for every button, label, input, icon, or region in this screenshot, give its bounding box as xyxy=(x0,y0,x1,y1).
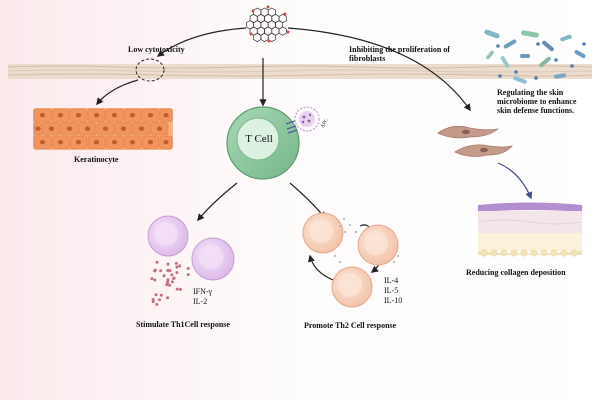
arrow-to-th1 xyxy=(197,182,238,222)
t-cell-label: T Cell xyxy=(245,133,273,145)
il-2-label: IL-2 xyxy=(193,297,207,306)
th2-response-label: Promote Th2 Cell response xyxy=(304,321,397,330)
keratinocyte-label: Keratinocyte xyxy=(74,155,119,164)
microbiome-label-line1: Regulating the skin xyxy=(497,88,564,97)
bacteria-cluster-icon xyxy=(484,29,586,84)
fibroblast-cells-icon xyxy=(437,125,514,157)
cycle-arrow-3 xyxy=(307,254,334,281)
membrane-pore-icon xyxy=(135,58,165,82)
receptor-icon xyxy=(285,120,298,134)
graphene-molecule-icon xyxy=(246,5,290,43)
th2-cell-icon xyxy=(302,212,399,308)
microbiome-label-line3: skin defense functions. xyxy=(497,106,574,115)
arrow-to-low-cytotoxicity xyxy=(156,27,247,57)
t-cell-icon xyxy=(226,106,300,180)
cytokine-dots-th1 xyxy=(150,260,190,306)
il-5-label: IL-5 xyxy=(384,286,398,295)
apc-cell-icon xyxy=(294,106,320,132)
th1-cell-icon xyxy=(147,215,235,281)
microbiome-label-line2: microbiome to enhance xyxy=(497,97,577,106)
low-cytotoxicity-label: Low cytotoxicity xyxy=(128,45,185,54)
fat-cells xyxy=(480,249,578,257)
apc-label: APC xyxy=(320,118,330,129)
arrow-to-collagen xyxy=(497,162,533,200)
il-4-label: IL-4 xyxy=(384,276,398,285)
ifn-gamma-label: IFN-γ xyxy=(193,287,213,296)
arrow-to-keratinocyte xyxy=(96,79,139,106)
keratinocyte-layer-icon xyxy=(33,108,173,150)
il-10-label: IL-10 xyxy=(384,296,402,305)
arrow-to-fibroblasts xyxy=(287,27,471,112)
membrane-band xyxy=(7,64,593,79)
collagen-label: Reducing collagen deposition xyxy=(466,268,566,277)
inhibit-fibroblast-label-line2: fibroblasts xyxy=(349,54,385,63)
inhibit-fibroblast-label-line1: Inhibiting the proliferation of xyxy=(349,45,450,54)
cytokine-dots-th2 xyxy=(334,218,399,263)
th1-response-label: Stimulate Th1Cell response xyxy=(136,320,230,329)
